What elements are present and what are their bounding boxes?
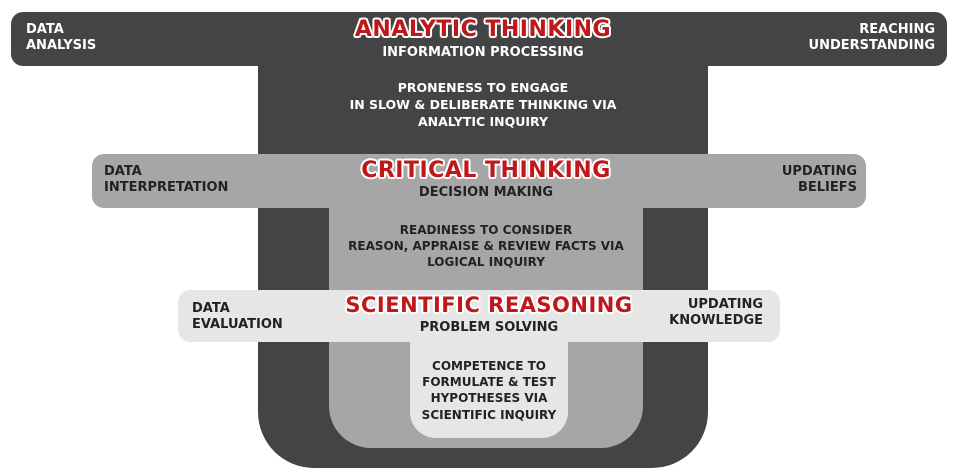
scientific-right-line-1: UPDATING — [687, 297, 763, 312]
analytic-title: ANALYTIC THINKING — [354, 17, 612, 42]
analytic-left-line-2: ANALYSIS — [26, 37, 97, 53]
analytic-desc-line-3: ANALYTIC INQUIRY — [417, 113, 549, 129]
analytic-description: PRONENESS TO ENGAGE IN SLOW & DELIBERATE… — [258, 80, 708, 131]
analytic-right-line-1: REACHING — [859, 22, 935, 37]
scientific-desc-line-2: FORMULATE & TEST — [422, 375, 556, 390]
scientific-right-label: UPDATING KNOWLEDGE — [669, 297, 763, 328]
analytic-desc-line-1: PRONENESS TO ENGAGE — [397, 80, 569, 95]
scientific-subtitle: PROBLEM SOLVING — [419, 320, 559, 335]
critical-desc-line-2: REASON, APPRAISE & REVIEW FACTS VIA — [348, 239, 624, 254]
scientific-description: COMPETENCE TO FORMULATE & TEST HYPOTHESE… — [410, 358, 568, 423]
critical-right-line-2: BELIEFS — [797, 179, 857, 195]
scientific-left-line-2: EVALUATION — [192, 316, 283, 332]
critical-left-line-2: INTERPRETATION — [104, 179, 229, 195]
critical-subtitle: DECISION MAKING — [418, 185, 554, 200]
scientific-title: SCIENTIFIC REASONING — [345, 293, 633, 317]
critical-left-line-1: DATA — [104, 164, 142, 179]
analytic-subtitle: INFORMATION PROCESSING — [382, 45, 584, 60]
scientific-left-line-1: DATA — [192, 301, 230, 316]
scientific-right-line-2: KNOWLEDGE — [669, 312, 763, 328]
scientific-desc-line-1: COMPETENCE TO — [432, 359, 546, 373]
analytic-desc-line-2: IN SLOW & DELIBERATE THINKING VIA — [349, 96, 617, 112]
critical-left-label: DATA INTERPRETATION — [104, 164, 228, 195]
critical-right-label: UPDATING BELIEFS — [782, 164, 857, 195]
critical-desc-line-3: LOGICAL INQUIRY — [427, 255, 545, 270]
analytic-right-line-2: UNDERSTANDING — [808, 37, 935, 53]
scientific-left-label: DATA EVALUATION — [192, 301, 283, 332]
scientific-desc-line-3: HYPOTHESES VIA — [430, 391, 548, 406]
critical-right-line-1: UPDATING — [781, 164, 857, 179]
scientific-stem — [410, 316, 568, 438]
critical-desc-line-1: READINESS TO CONSIDER — [399, 223, 573, 237]
critical-description: READINESS TO CONSIDER REASON, APPRAISE &… — [320, 222, 652, 271]
critical-title: CRITICAL THINKING — [361, 158, 611, 183]
analytic-left-label: DATA ANALYSIS — [26, 22, 96, 53]
analytic-right-label: REACHING UNDERSTANDING — [809, 22, 935, 53]
scientific-desc-line-4: SCIENTIFIC INQUIRY — [421, 407, 557, 422]
analytic-left-line-1: DATA — [26, 22, 64, 37]
